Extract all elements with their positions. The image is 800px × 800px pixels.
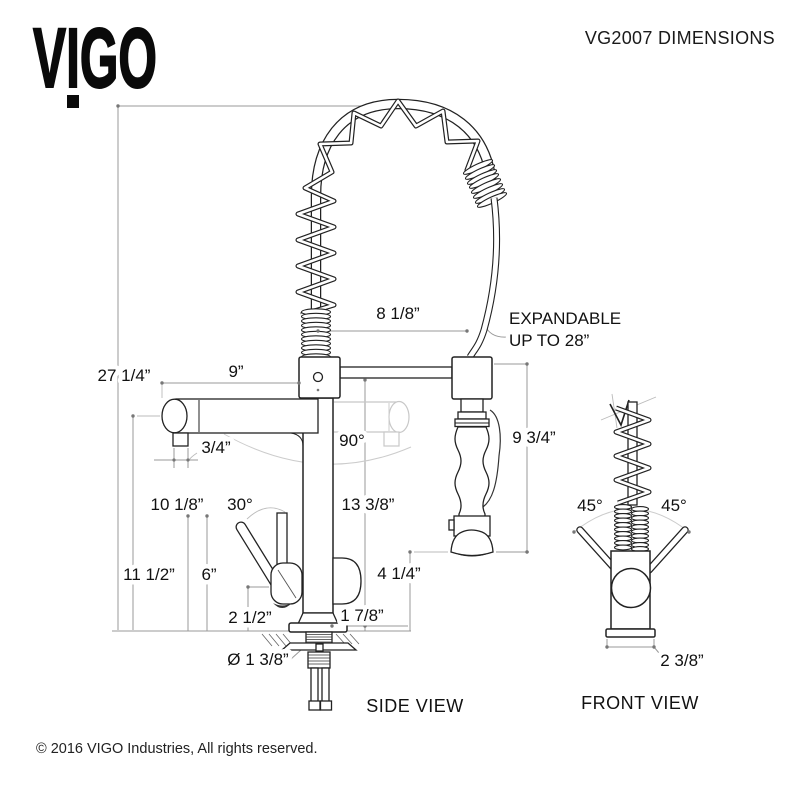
dim-label-spout-to-deck: 13 3/8” — [342, 495, 395, 514]
dim-label-spout-swivel: 90° — [339, 431, 365, 450]
spring-spout — [295, 98, 508, 361]
side-view-label: SIDE VIEW — [366, 696, 464, 716]
faucet-side-view — [161, 356, 362, 633]
dim-label-hole-diameter: Ø 1 3/8” — [227, 650, 289, 669]
spring-coil — [295, 98, 496, 318]
dim-label-spout-height: 11 1/2” — [123, 565, 175, 584]
dim-label-handle-reach: 10 1/8” — [151, 495, 204, 514]
sprayer-neck — [460, 398, 484, 413]
sprayer-button — [448, 519, 455, 531]
dimension-lines — [112, 105, 529, 660]
hose-note-line1: EXPANDABLE — [509, 309, 621, 328]
supply-fitting-left — [308, 700, 321, 711]
spring-end-front — [609, 399, 630, 428]
front-base-plate — [605, 628, 656, 638]
spout-end-cap — [161, 398, 188, 434]
dim-label-overall-height: 27 1/4” — [98, 366, 151, 385]
dimension-dots — [116, 104, 691, 649]
copyright: © 2016 VIGO Industries, All rights reser… — [36, 741, 317, 757]
vigo-logo: VIGO — [32, 10, 158, 108]
spout-arm — [175, 398, 319, 434]
deck-plate — [288, 622, 348, 633]
dim-label-spring-reach: 8 1/8” — [376, 304, 420, 323]
logo-i-dot — [67, 95, 79, 108]
dim-label-aerator-width: 3/4” — [201, 438, 231, 457]
dim-label-spout-reach: 9” — [228, 362, 243, 381]
sprayer-grip — [454, 426, 490, 519]
dim-label-sprayer-clearance: 4 1/4” — [377, 564, 421, 583]
handle-tilt-arc — [246, 507, 286, 520]
dim-label-handle-offset: 2 1/2” — [228, 608, 272, 627]
sprayer-holder-block — [451, 356, 493, 400]
spring-dense-coil-end — [462, 159, 508, 208]
supply-line-left — [310, 667, 319, 703]
sprayer-clip — [477, 409, 501, 508]
dim-label-sprayer-length: 9 3/4” — [512, 428, 556, 447]
dim-label-swing-left: 45° — [577, 496, 603, 515]
dim-label-swing-right: 45° — [661, 496, 687, 515]
handle-cap — [332, 557, 362, 605]
support-arm — [339, 366, 453, 379]
handle-spout-nub — [273, 603, 292, 608]
sprayer-assembly — [339, 356, 501, 557]
spring-dense-coil-bottom — [300, 308, 332, 361]
page-title: VG2007 DIMENSIONS — [585, 28, 775, 48]
dim-label-front-base-width: 2 3/8” — [660, 651, 704, 670]
aerator-nozzle — [172, 432, 189, 447]
junction-screw — [312, 371, 324, 383]
dim-label-deck-offset: 1 7/8” — [340, 606, 384, 625]
flange-tab — [315, 643, 324, 652]
spring-front-dense-coil — [613, 504, 650, 552]
supply-line-right — [321, 667, 330, 703]
dim-label-handle-tilt: 30° — [227, 495, 253, 514]
mounting-hardware — [261, 631, 360, 711]
dimension-labels: 27 1/4” 9” 3/4” 90° 8 1/8” EXPANDABLE UP… — [93, 300, 709, 675]
faucet-column — [302, 397, 334, 614]
handle-upright — [276, 512, 288, 571]
faucet-front-view — [573, 393, 690, 660]
dim-label-handle-height: 6” — [201, 565, 216, 584]
mounting-nut — [307, 651, 331, 669]
front-handle-hub — [610, 567, 652, 609]
hose-note-line2: UP TO 28” — [509, 331, 590, 350]
logo-wordmark: VIGO — [33, 11, 157, 105]
supply-fitting-right — [319, 700, 333, 711]
front-view-label: FRONT VIEW — [581, 693, 699, 713]
